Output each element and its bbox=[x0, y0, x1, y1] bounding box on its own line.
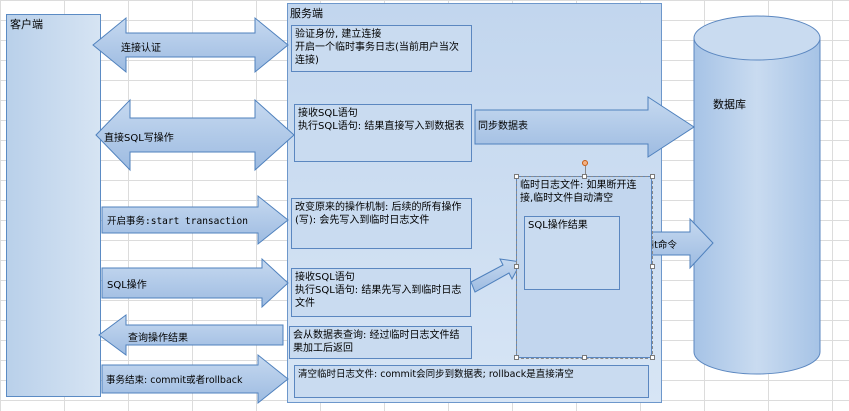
server-label: 服务端 bbox=[290, 7, 323, 20]
rotate-handle[interactable] bbox=[582, 160, 588, 166]
transaction-end-label: 事务结束: commit或者rollback bbox=[106, 375, 243, 386]
start-transaction-label: 开启事务:start transaction bbox=[107, 216, 248, 227]
sql-operation-label: SQL操作 bbox=[107, 280, 147, 291]
sync-table-label: 同步数据表 bbox=[478, 121, 528, 132]
resize-handle-bottom-left[interactable] bbox=[514, 355, 519, 360]
resize-handle-top-right[interactable] bbox=[650, 174, 655, 179]
client-panel bbox=[6, 14, 101, 397]
direct-sql-write-label: 直接SQL写操作 bbox=[104, 133, 174, 144]
resize-handle-top[interactable] bbox=[582, 174, 587, 179]
direct-write-box: 接收SQL语句 执行SQL语句: 结果直接写入到数据表 bbox=[294, 104, 472, 162]
clear-log-box: 清空临时日志文件: commit会同步到数据表; rollback是直接清空 bbox=[294, 365, 649, 398]
query-result-label: 查询操作结果 bbox=[128, 333, 188, 344]
database-cylinder bbox=[693, 15, 821, 375]
client-label: 客户端 bbox=[10, 18, 43, 31]
query-box: 会从数据表查询: 经过临时日志文件结果加工后返回 bbox=[289, 326, 472, 359]
rotate-handle-line bbox=[585, 166, 586, 176]
connect-auth-label: 连接认证 bbox=[121, 43, 161, 54]
resize-handle-bottom[interactable] bbox=[582, 355, 587, 360]
resize-handle-bottom-right[interactable] bbox=[650, 355, 655, 360]
temp-write-box: 接收SQL语句 执行SQL语句: 结果先写入到临时日志文件 bbox=[291, 268, 471, 317]
sql-operation-arrow bbox=[101, 257, 289, 309]
database-label: 数据库 bbox=[713, 98, 746, 111]
resize-handle-left[interactable] bbox=[514, 264, 519, 269]
resize-handle-right[interactable] bbox=[650, 264, 655, 269]
mechanism-box: 改变原来的操作机制: 后续的所有操作(写): 会先写入到临时日志文件 bbox=[291, 198, 472, 249]
auth-box: 验证身份, 建立连接 开启一个临时事务日志(当前用户当次连接) bbox=[291, 25, 472, 72]
start-transaction-arrow bbox=[101, 194, 289, 246]
transaction-end-arrow bbox=[101, 353, 289, 405]
query-result-arrow bbox=[98, 314, 284, 356]
sql-result-box: SQL操作结果 bbox=[524, 216, 620, 290]
sync-table-arrow bbox=[474, 96, 695, 158]
sql-result-text: SQL操作结果 bbox=[528, 220, 588, 231]
connect-auth-arrow bbox=[92, 16, 289, 74]
resize-handle-top-left[interactable] bbox=[514, 174, 519, 179]
temp-log-file-text: 临时日志文件: 如果断开连接,临时文件自动清空 bbox=[520, 180, 637, 204]
